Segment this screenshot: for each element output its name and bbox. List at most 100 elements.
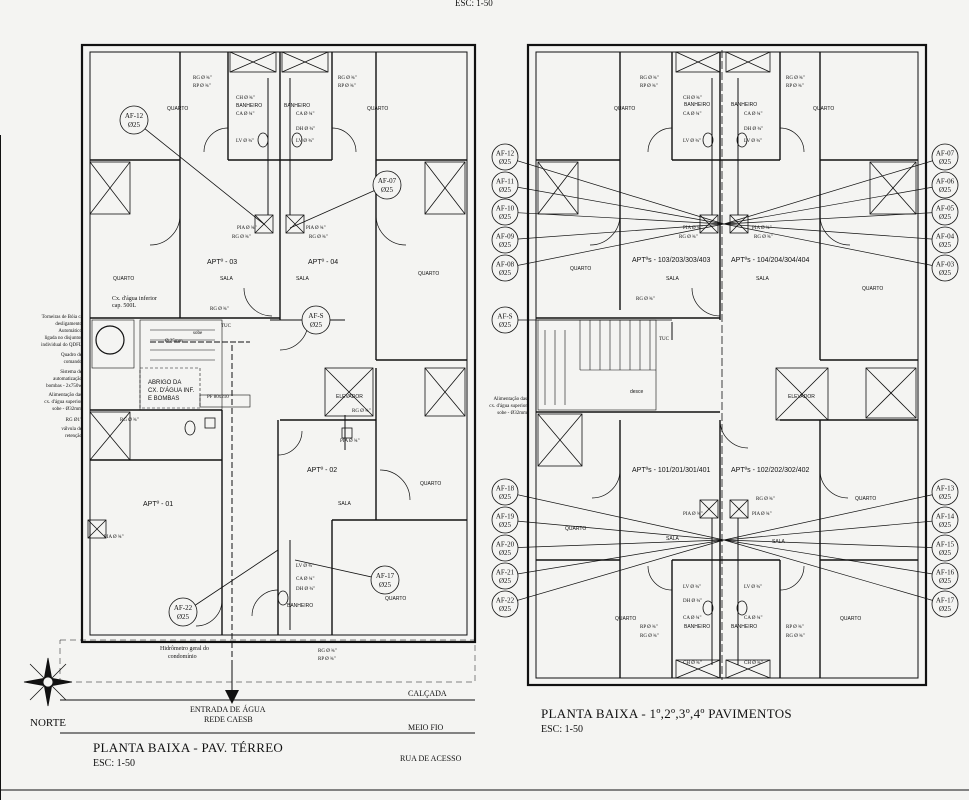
svg-text:CA Ø ¾": CA Ø ¾" — [744, 616, 763, 621]
svg-text:RG Ø ¾": RG Ø ¾" — [309, 235, 328, 240]
north-label: NORTE — [30, 717, 66, 729]
apt-02-label: APTº - 02 — [307, 467, 337, 474]
pipe-tag-diameter: Ø25 — [499, 521, 512, 529]
svg-text:automatização: automatização — [53, 377, 82, 382]
pipe-tag-name: AF-S — [497, 313, 512, 321]
svg-text:LV Ø ¾": LV Ø ¾" — [296, 564, 314, 569]
svg-text:DH Ø ¾": DH Ø ¾" — [744, 127, 763, 132]
svg-text:RP Ø ¾": RP Ø ¾" — [338, 84, 356, 89]
room-label: QUARTO — [167, 106, 188, 112]
apt-102-label: APTºs - 102/202/302/402 — [731, 467, 810, 474]
sidewalk-label: CALÇADA — [408, 689, 447, 698]
svg-text:CH Ø ¾": CH Ø ¾" — [236, 96, 255, 101]
svg-text:válvula de: válvula de — [61, 427, 82, 432]
svg-text:PIA Ø ¾": PIA Ø ¾" — [340, 439, 360, 444]
pipe-tag-diameter: Ø25 — [939, 241, 952, 249]
svg-text:CA Ø ¾": CA Ø ¾" — [296, 577, 315, 582]
room-label: SALA — [296, 276, 309, 282]
svg-text:LV Ø ¾": LV Ø ¾" — [744, 139, 762, 144]
svg-text:RG Ø ¾": RG Ø ¾" — [679, 235, 698, 240]
svg-text:LV Ø ¾": LV Ø ¾" — [236, 139, 254, 144]
svg-text:bombas - 2x750w: bombas - 2x750w — [46, 384, 82, 389]
svg-text:retenção: retenção — [65, 434, 82, 439]
svg-text:QUARTO: QUARTO — [855, 496, 876, 502]
ground-floor-scale: ESC: 1-50 — [93, 758, 135, 769]
svg-text:cx. d'água superior: cx. d'água superior — [489, 404, 527, 409]
svg-text:LV Ø ¾": LV Ø ¾" — [744, 585, 762, 590]
apt-01-label: APTº - 01 — [143, 501, 173, 508]
pipe-tag-name: AF-08 — [496, 261, 515, 269]
pipe-tag-diameter: Ø25 — [499, 321, 512, 329]
svg-text:ELEVADOR: ELEVADOR — [788, 394, 815, 400]
pipe-tag-diameter: Ø25 — [499, 577, 512, 585]
upper-floors-scale: ESC: 1-50 — [541, 724, 583, 735]
svg-text:RG Ø ¾": RG Ø ¾" — [232, 235, 251, 240]
svg-text:QUARTO: QUARTO — [840, 616, 861, 622]
top-scale-label: ESC: 1-50 — [455, 0, 493, 8]
upper-floors-plan — [526, 43, 928, 687]
svg-text:Ø25: Ø25 — [177, 613, 190, 621]
tank-note: Cx. d'água inferior — [112, 295, 157, 302]
svg-text:SALA: SALA — [756, 276, 769, 282]
svg-text:sobe - Ø32mm: sobe - Ø32mm — [497, 411, 527, 416]
svg-text:RG Ø ¾": RG Ø ¾" — [756, 497, 775, 502]
svg-text:SALA: SALA — [666, 276, 679, 282]
svg-text:CA Ø ¾": CA Ø ¾" — [683, 616, 702, 621]
tank-note-2: cap. 500L — [112, 303, 136, 309]
pipe-tag-diameter: Ø25 — [499, 158, 512, 166]
svg-text:Alimentação das: Alimentação das — [494, 397, 528, 402]
room-labels-right: QUARTO QUARTO QUARTO QUARTO QUARTO QUART… — [565, 102, 883, 630]
room-label: QUARTO — [420, 481, 441, 487]
pipe-tag-diameter: Ø25 — [499, 269, 512, 277]
pipe-tag-diameter: Ø25 — [939, 577, 952, 585]
svg-text:desce: desce — [630, 389, 644, 395]
pipe-tag-diameter: Ø25 — [499, 213, 512, 221]
svg-text:RG Ø ¾": RG Ø ¾" — [120, 418, 139, 423]
pipe-tag-name: AF-06 — [936, 178, 955, 186]
svg-text:CA Ø ¾": CA Ø ¾" — [744, 112, 763, 117]
svg-text:DH Ø ¾": DH Ø ¾" — [296, 587, 315, 592]
svg-text:QUARTO: QUARTO — [570, 266, 591, 272]
svg-text:Automático: Automático — [58, 329, 82, 334]
pipe-tag-name: AF-15 — [936, 541, 955, 549]
pipe-tag-name: AF-20 — [496, 541, 515, 549]
svg-text:AF-22: AF-22 — [174, 604, 193, 612]
svg-text:RP Ø ¾": RP Ø ¾" — [786, 625, 804, 630]
north-arrow-icon — [23, 657, 73, 707]
pipe-tag-diameter: Ø25 — [499, 605, 512, 613]
svg-text:RP Ø ¾": RP Ø ¾" — [318, 657, 336, 662]
pipe-tag-name: AF-19 — [496, 513, 515, 521]
leader-lines-bottom — [504, 319, 946, 605]
svg-text:RG Ø ¾": RG Ø ¾" — [210, 307, 229, 312]
pipe-tag-diameter: Ø25 — [939, 269, 952, 277]
pipe-tag-diameter: Ø25 — [939, 521, 952, 529]
svg-text:AF-17: AF-17 — [376, 572, 395, 580]
pipe-tag-name: AF-22 — [496, 597, 515, 605]
svg-text:QUARTO: QUARTO — [615, 616, 636, 622]
pipe-tag-diameter: Ø25 — [499, 549, 512, 557]
svg-text:PIA Ø ¾": PIA Ø ¾" — [306, 226, 326, 231]
svg-text:RG Ø1": RG Ø1" — [66, 418, 82, 423]
pipe-tag-name: AF-11 — [496, 178, 515, 186]
pipe-tag-diameter: Ø25 — [939, 213, 952, 221]
svg-text:RG Ø ¾": RG Ø ¾" — [786, 634, 805, 639]
svg-text:cx. d'água superior: cx. d'água superior — [44, 400, 82, 405]
apt-101-label: APTºs - 101/201/301/401 — [632, 467, 711, 474]
pipe-tag-diameter: Ø25 — [939, 493, 952, 501]
pipe-tag: AF-S Ø25 — [301, 305, 331, 335]
pipe-tag-name: AF-09 — [496, 233, 515, 241]
pipe-tag-name: AF-07 — [936, 150, 955, 158]
svg-text:RG Ø ¾": RG Ø ¾" — [640, 76, 659, 81]
